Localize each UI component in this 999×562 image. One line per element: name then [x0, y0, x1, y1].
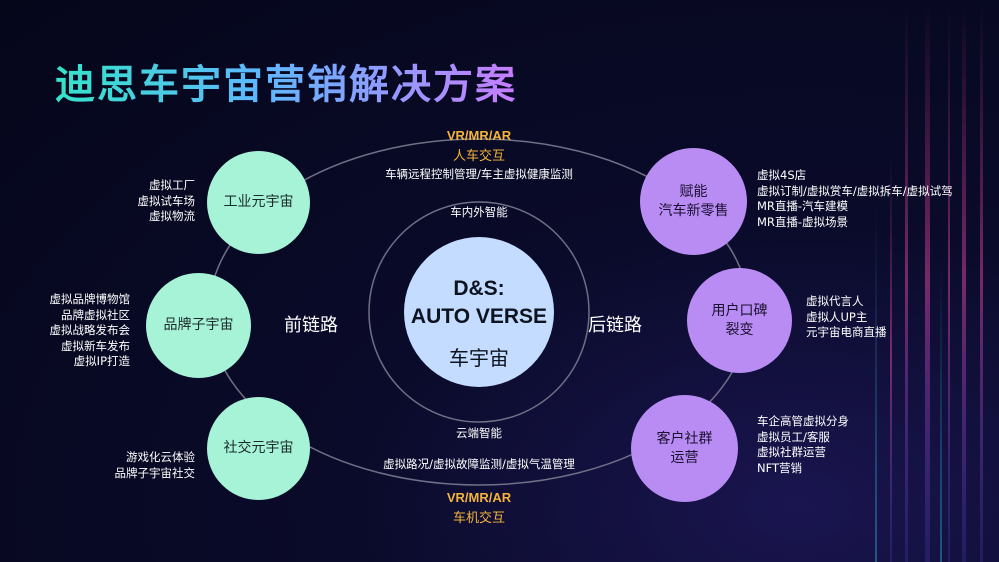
front-chain-label: 前链路 — [284, 315, 338, 336]
top-interaction-label: 人车交互 — [452, 149, 505, 164]
list-item: 品牌虚拟社区 — [61, 307, 130, 322]
node-word-of-mouth: 用户口碑 裂变 — [687, 268, 792, 373]
list-item: MR直播-虚拟场景 — [757, 214, 849, 229]
list-item: 虚拟社群运营 — [757, 445, 826, 459]
list-item: 元宇宙电商直播 — [806, 325, 887, 339]
node-items-industrial: 虚拟工厂 虚拟试车场 虚拟物流 — [100, 178, 196, 225]
node-label: 客户社群 运营 — [657, 430, 713, 468]
list-item: 品牌子宇宙社交 — [114, 465, 196, 480]
node-new-retail: 赋能 汽车新零售 — [640, 148, 747, 255]
arc-label-bottom-outer: 虚拟路况/虚拟故障监测/虚拟气温管理 — [383, 457, 575, 471]
center-line-3: 车宇宙 — [449, 346, 509, 370]
node-items-social: 游戏化云体验 品牌子宇宙社交 — [90, 450, 196, 481]
node-industrial-metaverse: 工业元宇宙 — [207, 151, 310, 254]
list-item: 游戏化云体验 — [126, 450, 195, 464]
node-items-retail: 虚拟4S店 虚拟订制/虚拟赏车/虚拟拆车/虚拟试驾 MR直播-汽车建模 MR直播… — [757, 168, 982, 230]
list-item: 虚拟4S店 — [757, 168, 807, 182]
list-item: 虚拟品牌博物馆 — [49, 292, 131, 306]
arc-label-top-outer: 车辆远程控制管理/车主虚拟健康监测 — [385, 167, 573, 181]
arc-label-top-inner: 车内外智能 — [450, 205, 508, 219]
node-label-line: 用户口碑 — [711, 302, 768, 319]
node-label-line: 汽车新零售 — [658, 202, 729, 219]
list-item: 虚拟试车场 — [137, 193, 196, 208]
node-label: 工业元宇宙 — [223, 194, 294, 210]
node-items-community: 车企高管虚拟分身 虚拟员工/客服 虚拟社群运营 NFT营销 — [757, 414, 877, 476]
list-item: 虚拟物流 — [149, 209, 195, 223]
list-item: 虚拟战略发布会 — [49, 323, 131, 337]
list-item: 虚拟代言人 — [806, 294, 864, 308]
inner-orbit — [368, 201, 590, 423]
bottom-tech-label: VR/MR/AR — [446, 490, 512, 505]
center-line-2: AUTO VERSE — [410, 305, 548, 328]
node-label: 社交元宇宙 — [223, 440, 294, 456]
node-label-line: 赋能 — [679, 183, 708, 200]
node-label: 品牌子宇宙 — [163, 317, 234, 333]
center-hub: D&S: AUTO VERSE 车宇宙 — [404, 237, 554, 387]
list-item: 虚拟新车发布 — [61, 338, 130, 353]
node-items-brand: 虚拟品牌博物馆 品牌虚拟社区 虚拟战略发布会 虚拟新车发布 虚拟IP打造 — [20, 292, 131, 370]
node-label: 赋能 汽车新零售 — [659, 183, 729, 221]
list-item: 虚拟IP打造 — [73, 354, 130, 368]
node-label: 用户口碑 裂变 — [712, 302, 768, 340]
list-item: 虚拟订制/虚拟赏车/虚拟拆车/虚拟试驾 — [757, 183, 953, 198]
list-item: 虚拟工厂 — [149, 178, 195, 192]
node-label-line: 运营 — [670, 449, 699, 466]
back-chain-label: 后链路 — [588, 315, 642, 336]
list-item: MR直播-汽车建模 — [757, 199, 849, 213]
bottom-interaction-label: 车机交互 — [452, 511, 505, 526]
page-title: 迪思车宇宙营销解决方案 — [55, 52, 517, 110]
list-item: 车企高管虚拟分身 — [757, 414, 849, 428]
node-social-metaverse: 社交元宇宙 — [207, 397, 310, 500]
list-item: 虚拟人UP主 — [806, 309, 868, 324]
center-line-1: D&S: — [453, 277, 505, 300]
top-tech-label: VR/MR/AR — [446, 128, 512, 143]
node-label-line: 客户社群 — [656, 430, 713, 447]
list-item: 虚拟员工/客服 — [757, 429, 830, 444]
node-community-ops: 客户社群 运营 — [631, 395, 738, 502]
node-brand-universe: 品牌子宇宙 — [146, 273, 251, 378]
light-streaks — [875, 0, 983, 562]
node-items-word-of-mouth: 虚拟代言人 虚拟人UP主 元宇宙电商直播 — [806, 294, 926, 341]
list-item: NFT营销 — [757, 460, 803, 475]
node-label-line: 裂变 — [725, 321, 754, 338]
arc-label-bottom-inner: 云端智能 — [456, 426, 502, 440]
